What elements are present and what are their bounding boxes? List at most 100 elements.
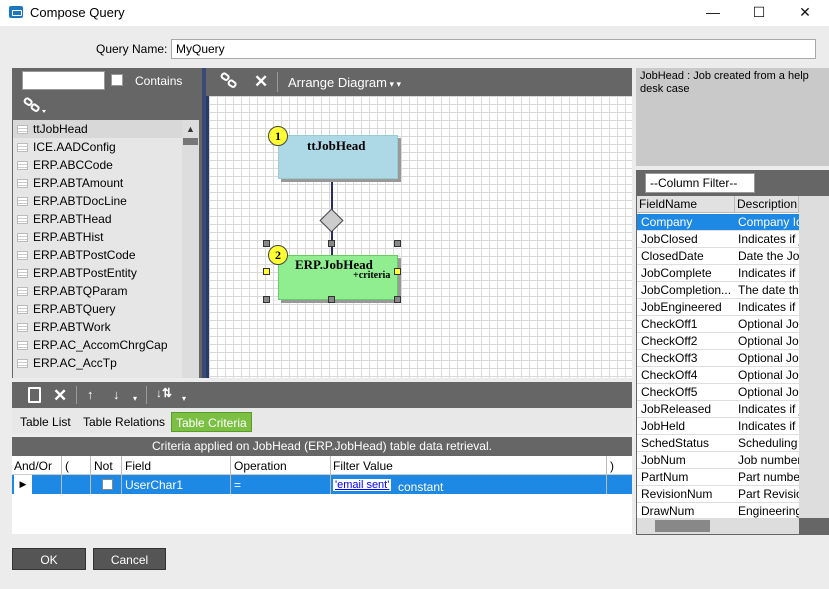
tab-table-list[interactable]: Table List xyxy=(20,415,71,429)
table-list-item[interactable]: ERP.AC_AccomChrgCap xyxy=(13,336,182,354)
table-list-item[interactable]: ERP.ABTWork xyxy=(13,318,182,336)
fields-vertical-scrollbar[interactable] xyxy=(799,196,829,518)
col-rparen[interactable]: ) xyxy=(610,459,614,473)
table-list-item[interactable]: ERP.ABTHead xyxy=(13,210,182,228)
resize-handle[interactable] xyxy=(394,240,401,247)
field-description: Date the Jo xyxy=(738,249,799,263)
col-filter-value[interactable]: Filter Value xyxy=(333,459,393,473)
minimize-button[interactable]: — xyxy=(706,4,720,20)
query-name-input[interactable]: MyQuery xyxy=(171,39,816,59)
panel-splitter[interactable] xyxy=(202,68,206,378)
table-list-item[interactable]: ERP.ABTPostCode xyxy=(13,246,182,264)
diagram-toolbar xyxy=(206,68,632,96)
field-description: Optional Jo xyxy=(738,317,799,331)
criteria-row[interactable] xyxy=(12,475,632,494)
table-list-item[interactable]: ICE.AADConfig xyxy=(13,138,182,156)
resize-handle[interactable] xyxy=(263,240,270,247)
resize-handle[interactable] xyxy=(328,240,335,247)
table-node-erp-jobhead[interactable]: ERP.JobHead +criteria xyxy=(278,255,398,300)
resize-handle[interactable] xyxy=(328,296,335,303)
col-andor[interactable]: And/Or xyxy=(14,459,53,473)
table-icon xyxy=(17,251,28,260)
table-list-item[interactable]: ERP.ABTHist xyxy=(13,228,182,246)
move-down-icon[interactable]: ↓ xyxy=(113,387,120,402)
table-list-item[interactable]: ERP.ABCCode xyxy=(13,156,182,174)
resize-handle[interactable] xyxy=(394,296,401,303)
criteria-field[interactable]: UserChar1 xyxy=(125,478,184,492)
fieldname-header[interactable]: FieldName xyxy=(637,196,735,213)
scroll-up-icon[interactable]: ▲ xyxy=(186,124,195,134)
chevron-down-icon[interactable]: ▾ xyxy=(133,394,138,403)
field-row[interactable]: CheckOff1 Optional Jo xyxy=(637,316,799,333)
sort-icon[interactable]: ↓⇅ xyxy=(156,386,173,400)
field-row[interactable]: JobCompletion...The date tha xyxy=(637,282,799,299)
col-divider xyxy=(121,456,122,494)
table-list-item[interactable]: ttJobHead xyxy=(13,120,182,138)
table-list-item[interactable]: ERP.ABTPostEntity xyxy=(13,264,182,282)
criteria-empty-area xyxy=(12,494,632,534)
column-filter-input[interactable]: --Column Filter-- xyxy=(645,173,755,193)
contains-checkbox[interactable] xyxy=(111,74,123,86)
tab-table-criteria[interactable]: Table Criteria xyxy=(171,412,252,432)
cancel-button[interactable]: Cancel xyxy=(93,548,166,570)
not-checkbox[interactable] xyxy=(102,479,113,490)
col-not[interactable]: Not xyxy=(94,459,113,473)
table-node-ttjobhead[interactable]: ttJobHead xyxy=(278,135,398,179)
table-filter-input[interactable] xyxy=(22,71,105,90)
criteria-value-link[interactable]: 'email sent' xyxy=(333,479,392,491)
resize-handle[interactable] xyxy=(263,296,270,303)
ok-button[interactable]: OK xyxy=(12,548,86,570)
col-field[interactable]: Field xyxy=(125,459,152,473)
table-list-item[interactable]: ERP.ABTAmount xyxy=(13,174,182,192)
scroll-thumb[interactable] xyxy=(183,138,198,145)
table-list-item[interactable]: ERP.ABTQuery xyxy=(13,300,182,318)
table-list-item[interactable]: ERP.ABTDocLine xyxy=(13,192,182,210)
table-list-item[interactable]: ERP.AC_AccTp xyxy=(13,354,182,372)
resize-handle[interactable] xyxy=(263,268,270,275)
field-name: JobClosed xyxy=(641,232,698,246)
tab-table-relations[interactable]: Table Relations xyxy=(83,415,166,429)
delete-icon[interactable]: ✕ xyxy=(254,72,269,91)
arrange-diagram-button[interactable]: Arrange Diagram ▾ ▾ xyxy=(288,75,401,90)
col-operation[interactable]: Operation xyxy=(234,459,287,473)
table-list-scrollbar[interactable] xyxy=(182,120,199,378)
resize-handle[interactable] xyxy=(394,268,401,275)
field-name: Company xyxy=(641,215,693,229)
field-name: CheckOff1 xyxy=(641,317,698,331)
close-button[interactable]: ✕ xyxy=(799,4,811,20)
maximize-button[interactable]: ☐ xyxy=(752,4,766,20)
delete-icon[interactable]: ✕ xyxy=(53,386,68,405)
table-icon xyxy=(17,125,28,134)
new-icon[interactable] xyxy=(28,387,41,403)
link-icon[interactable] xyxy=(22,96,48,116)
criteria-operation[interactable]: = xyxy=(234,478,242,492)
col-lparen[interactable]: ( xyxy=(65,459,69,473)
table-icon xyxy=(17,197,28,206)
move-up-icon[interactable]: ↑ xyxy=(87,387,94,402)
table-list-item[interactable]: ERP.ABTQParam xyxy=(13,282,182,300)
table-name: ERP.ABTPostCode xyxy=(33,248,136,262)
scroll-thumb[interactable] xyxy=(655,520,710,532)
toolbar-divider xyxy=(277,72,278,92)
description-header[interactable]: Description xyxy=(735,196,799,213)
link-tables-icon[interactable] xyxy=(220,72,240,95)
chevron-down-icon[interactable]: ▾ xyxy=(182,394,187,403)
